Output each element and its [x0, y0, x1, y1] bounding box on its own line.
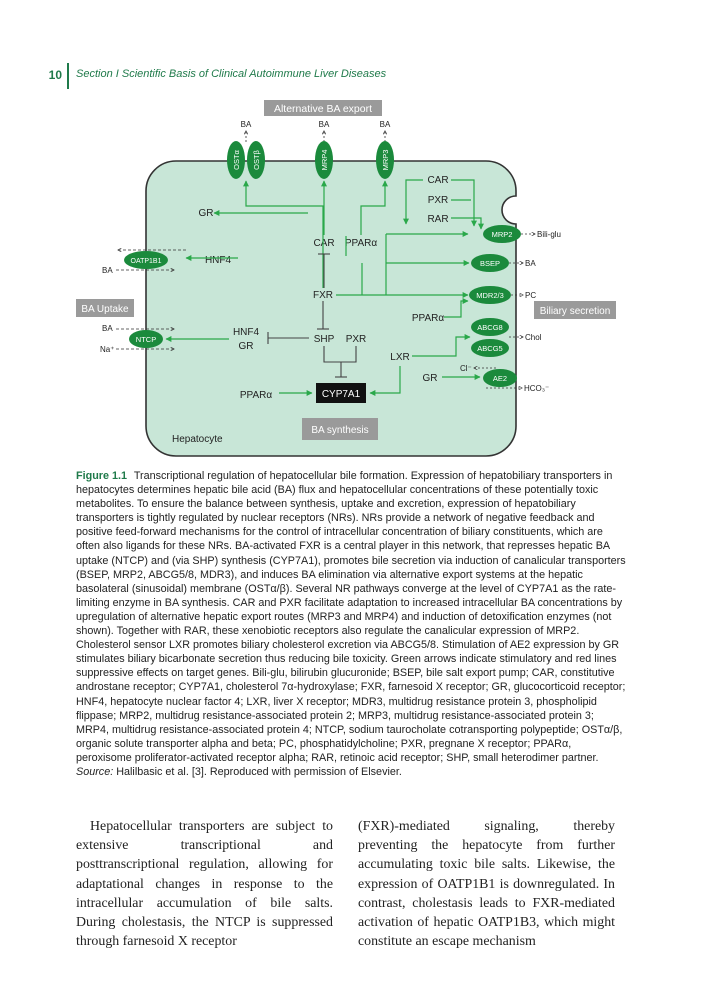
- transporter-abcg5: [471, 339, 509, 357]
- page-number: 10: [48, 68, 62, 82]
- ppara-to-mrp3-arrow: [360, 180, 388, 235]
- hepatocyte-label: Hepatocyte: [172, 434, 223, 445]
- ba-uptake-box: [76, 299, 134, 317]
- ba-label-ntcp: BA: [102, 324, 113, 333]
- transporter-osta-label: OSTα: [232, 149, 241, 169]
- running-head: 10 Section I Scientific Basis of Clinica…: [46, 63, 666, 89]
- receptor-hnf4-low: HNF4: [233, 327, 260, 338]
- alt-export-banner: [264, 100, 382, 116]
- receptor-hnf4-top: HNF4: [205, 255, 232, 266]
- ba-label-mrp4: BA: [319, 120, 330, 129]
- pc-label: PC: [525, 291, 536, 300]
- car-to-mrp2-arrow: [451, 179, 477, 227]
- receptor-ppara-left: PPARα: [240, 390, 272, 401]
- transporter-osta: [227, 141, 245, 179]
- receptor-gr-low: GR: [239, 341, 254, 352]
- biliary-secretion-box: [534, 301, 616, 319]
- body-right-column: (FXR)-mediated signaling, thereby preven…: [358, 819, 615, 950]
- cl-label: Cl⁻: [460, 364, 472, 373]
- transporter-mrp2: [483, 225, 521, 243]
- figure-diagram: Alternative BA export BA BA BA OSTα OSTβ…: [76, 96, 624, 461]
- chol-label: Chol: [525, 333, 542, 342]
- receptor-rar: RAR: [427, 214, 448, 225]
- header-divider: [67, 63, 69, 89]
- figure-caption: Figure 1.1 Transcriptional regulation of…: [76, 469, 626, 779]
- hco3-label: HCO₃⁻: [524, 384, 549, 393]
- transporter-ostb-label: OSTβ: [252, 149, 261, 169]
- transporter-abcg8: [471, 318, 509, 336]
- figure-label: Figure 1.1: [76, 470, 128, 482]
- transporter-abcg5-label: ABCG5: [477, 344, 502, 353]
- ba-label-osta: BA: [241, 120, 252, 129]
- ba-uptake-label: BA Uptake: [81, 304, 129, 315]
- transporter-ntcp-label: NTCP: [136, 335, 156, 344]
- transporter-mrp3-label: MRP3: [381, 150, 390, 171]
- transporter-bsep: [471, 254, 509, 272]
- transporter-bsep-label: BSEP: [480, 259, 500, 268]
- bili-glu-label: Bili-glu: [537, 230, 561, 239]
- transporter-ae2-label: AE2: [493, 374, 507, 383]
- transporter-oatp1b1-label: OATP1B1: [131, 258, 162, 265]
- na-label: Na⁺: [100, 345, 114, 354]
- caption-source-label: Source:: [76, 765, 114, 778]
- transporter-mdr: [469, 286, 511, 304]
- receptor-gr-top: GR: [199, 208, 214, 219]
- caption-text: Transcriptional regulation of hepatocell…: [76, 470, 626, 764]
- hepatocyte-cell: [145, 160, 517, 457]
- transporter-ntcp: [129, 330, 163, 348]
- ba-label-mrp3: BA: [380, 120, 391, 129]
- receptor-lxr: LXR: [390, 352, 409, 363]
- transporter-mdr-label: MDR2/3: [476, 291, 504, 300]
- transporter-mrp3: [376, 141, 394, 179]
- ppara-to-mdr-arrow: [444, 298, 469, 318]
- cyp7a1-label: CYP7A1: [322, 389, 361, 400]
- ba-label-bsep: BA: [525, 259, 536, 268]
- pxr-to-cyp-line: [341, 346, 357, 363]
- transporter-mrp4-label: MRP4: [320, 150, 329, 171]
- ba-synthesis-box: [302, 418, 378, 440]
- shp-to-cyp-line: [323, 346, 342, 377]
- ba-label-oatp: BA: [102, 266, 113, 275]
- alt-export-label: Alternative BA export: [274, 103, 372, 115]
- ba-synthesis-label: BA synthesis: [311, 425, 368, 436]
- rar-to-mrp2-arrow: [451, 217, 484, 230]
- caption-source-text: Halilbasic et al. [3]. Reproduced with p…: [116, 765, 402, 778]
- receptor-ppara-right: PPARα: [412, 313, 444, 324]
- receptor-car-mid: CAR: [313, 238, 334, 249]
- transporter-oatp1b1: [124, 251, 168, 269]
- body-left-column: Hepatocellular transporters are subject …: [76, 819, 333, 950]
- running-title: Section I Scientific Basis of Clinical A…: [76, 68, 387, 80]
- receptor-fxr: FXR: [313, 290, 333, 301]
- transporter-ostb: [247, 141, 265, 179]
- receptor-gr-right: GR: [423, 373, 438, 384]
- receptor-ppara-mid: PPARα: [345, 238, 377, 249]
- cyp7a1-box: [316, 383, 366, 403]
- receptor-shp: SHP: [314, 334, 335, 345]
- receptor-car-top: CAR: [427, 175, 448, 186]
- car-to-mrp3-arrow: [403, 179, 423, 225]
- transporter-abcg8-label: ABCG8: [477, 323, 502, 332]
- receptor-pxr-low: PXR: [346, 334, 367, 345]
- lxr-to-cyp-arrow: [369, 366, 401, 396]
- transporter-mrp2-label: MRP2: [492, 230, 513, 239]
- fxr-to-ost-arrow: [243, 180, 324, 288]
- receptor-pxr-top: PXR: [428, 195, 449, 206]
- transporter-mrp4: [315, 141, 333, 179]
- lxr-to-abcg-arrow: [412, 334, 471, 357]
- biliary-secretion-label: Biliary secretion: [540, 306, 611, 317]
- transporter-ae2: [483, 369, 517, 387]
